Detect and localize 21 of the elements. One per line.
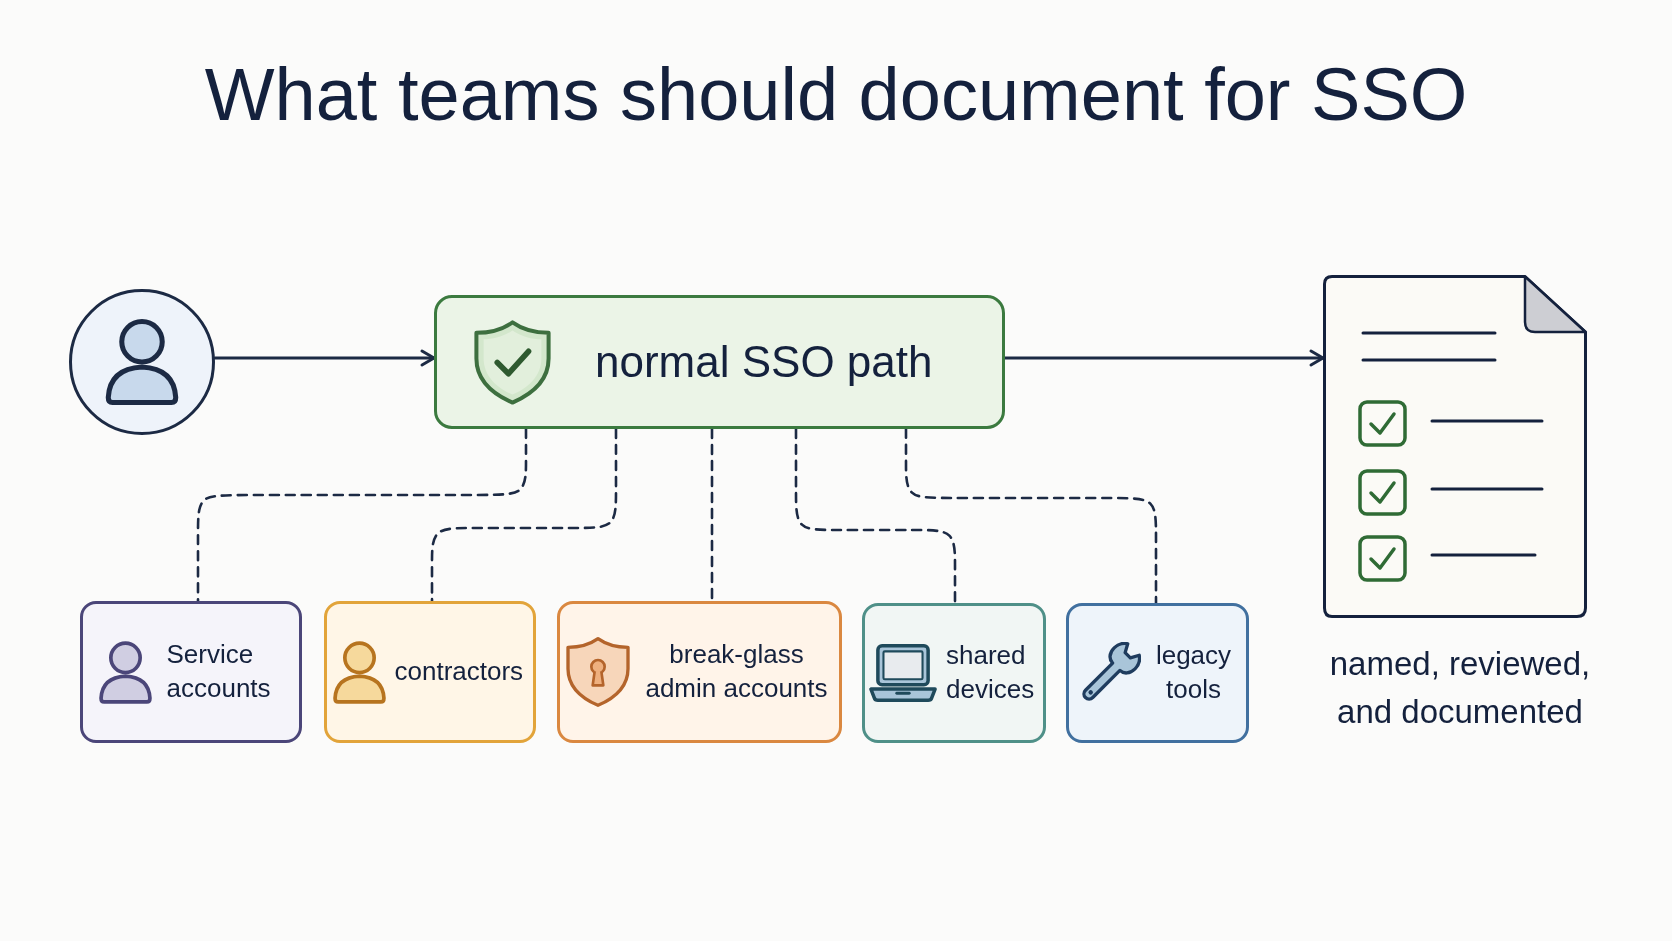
category-box — [862, 603, 1046, 743]
node-label: named, reviewed, and documented — [1328, 644, 1592, 732]
process-box — [434, 295, 1005, 429]
node-label: normal SSO path — [595, 336, 934, 389]
node-label: legacy tools — [1154, 639, 1233, 706]
category-box — [324, 601, 536, 743]
category-box — [1066, 603, 1249, 743]
category-box — [80, 601, 302, 743]
checklist-document — [1323, 275, 1587, 618]
arrow — [213, 349, 436, 367]
node-label: break-glass admin accounts — [644, 638, 829, 705]
title: What teams should document for SSO — [204, 58, 1468, 132]
node-label: shared devices — [946, 639, 1036, 706]
dashed-connector — [904, 427, 1158, 605]
dashed-connector — [794, 427, 957, 605]
dashed-connector — [196, 427, 528, 603]
dashed-connector — [430, 427, 618, 603]
node-label: Service accounts — [166, 638, 272, 705]
arrow — [1003, 349, 1325, 367]
node-label: contractors — [394, 655, 525, 689]
category-box — [557, 601, 842, 743]
